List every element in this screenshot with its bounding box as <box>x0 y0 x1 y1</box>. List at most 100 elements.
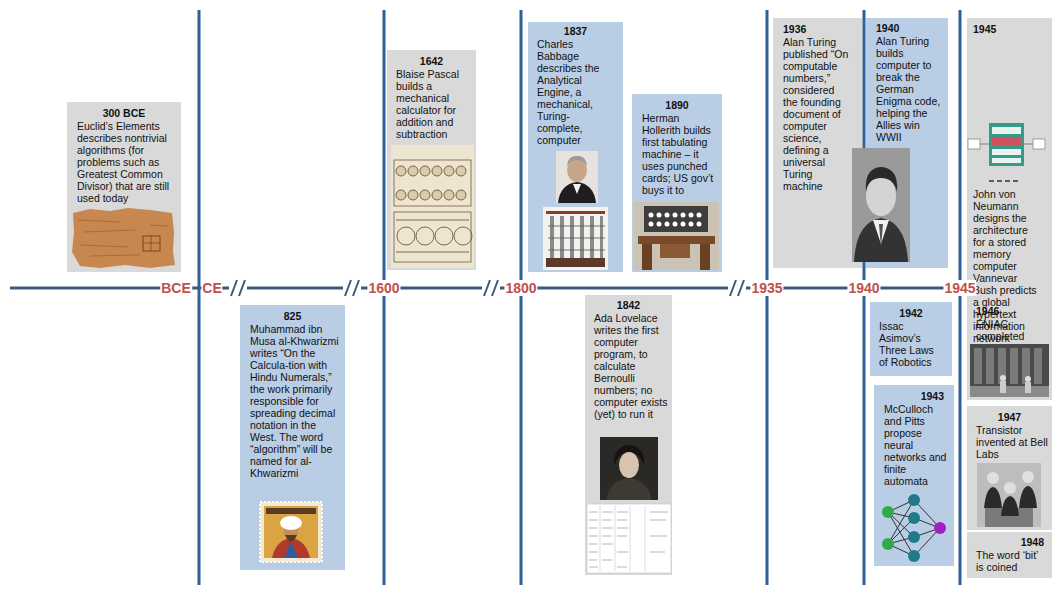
von-neumann-architecture-illustration <box>968 139 980 149</box>
year-heading: 1940 <box>876 22 938 35</box>
neural-network-illustration <box>908 531 920 543</box>
transistor-inventors-illustration <box>987 472 999 484</box>
eniac-illustration <box>1025 376 1031 382</box>
year-heading: 1890 <box>642 99 712 112</box>
box-fill <box>632 94 722 272</box>
event-text: The word ‘bit’ is coined <box>976 549 1048 573</box>
transistor-inventors-illustration <box>1004 482 1016 494</box>
lovelace-portrait <box>600 437 658 500</box>
axis-label: BCE <box>160 280 192 296</box>
box-fill <box>870 302 952 376</box>
pascal-calculator-illustration <box>394 160 471 206</box>
year-heading: 1943 <box>884 390 944 403</box>
axis-label: 1935 <box>750 280 783 296</box>
axis-break-mark <box>231 280 245 296</box>
papyrus-illustration <box>72 208 175 268</box>
papyrus-illustration <box>143 236 160 251</box>
pascal-calculator-illustration <box>396 166 406 176</box>
pascal-calculator-illustration <box>408 190 418 200</box>
program-notes-illustration <box>600 506 645 571</box>
pascal-calculator-illustration <box>396 190 406 200</box>
tabulating-machine-illustration <box>673 213 678 218</box>
analytical-engine-illustration <box>550 216 603 258</box>
transistor-inventors-illustration <box>1001 496 1019 516</box>
program-notes-illustration <box>589 512 668 567</box>
tabulating-machine-illustration <box>689 213 694 218</box>
box-fill <box>67 102 181 272</box>
pascal-calculator-illustration <box>420 190 430 200</box>
analytical-engine-illustration <box>560 216 564 258</box>
stamp-illustration <box>266 508 316 514</box>
babbage-portrait <box>558 182 596 203</box>
stamp-illustration <box>284 542 298 558</box>
von-neumann-architecture-illustration <box>968 123 1045 166</box>
turing-portrait <box>866 176 896 216</box>
eniac-illustration <box>1034 348 1042 384</box>
eniac-illustration <box>970 386 1049 397</box>
box-fill <box>967 18 1052 348</box>
analytical-engine-illustration <box>570 216 574 258</box>
tabulating-machine-illustration <box>649 213 654 218</box>
turing-portrait <box>879 224 883 248</box>
event-text: John von Neumann designs the architectur… <box>973 188 1043 272</box>
year-heading: 1942 <box>879 307 943 320</box>
eniac-illustration <box>974 348 982 384</box>
analytical-engine-illustration <box>546 211 605 214</box>
event-text: Ada Lovelace writes the first computer p… <box>594 312 670 420</box>
papyrus-illustration <box>143 236 160 251</box>
lovelace-portrait <box>600 437 658 500</box>
stamp-illustration <box>260 502 322 562</box>
event-text: Alan Turing published “On computable num… <box>783 36 851 192</box>
pascal-calculator-illustration <box>396 166 466 200</box>
turing-portrait <box>854 218 908 262</box>
neural-network-illustration <box>888 500 940 556</box>
lovelace-portrait <box>606 478 652 500</box>
tabulating-machine-illustration <box>649 222 654 227</box>
pascal-calculator-illustration <box>435 227 453 245</box>
tabulating-machine-illustration <box>665 222 670 227</box>
von-neumann-architecture-illustration <box>992 127 1021 134</box>
von-neumann-architecture-illustration <box>992 158 1021 163</box>
analytical-engine-illustration <box>550 216 554 258</box>
babbage-portrait <box>556 151 598 203</box>
era-divider <box>383 10 386 585</box>
tabulating-machine-illustration <box>700 244 710 270</box>
transistor-inventors-illustration <box>1022 471 1034 483</box>
von-neumann-architecture-illustration <box>992 149 1021 155</box>
von-neumann-architecture-illustration <box>992 137 1021 146</box>
babbage-portrait <box>556 151 598 203</box>
era-divider <box>199 10 960 585</box>
axis-label: 1600 <box>367 280 400 296</box>
neural-network-illustration <box>908 512 920 524</box>
tabulating-machine-illustration <box>657 213 662 218</box>
event-box: 1936Alan Turing published “On computable… <box>773 18 862 268</box>
transistor-inventors-illustration <box>977 463 1041 527</box>
axis-break-mark <box>730 280 744 296</box>
year-heading: 1936 <box>783 23 852 36</box>
program-notes-illustration <box>587 504 671 573</box>
pascal-calculator-illustration <box>396 220 472 252</box>
era-divider <box>959 10 962 585</box>
event-box: 1842Ada Lovelace writes the first comput… <box>585 295 672 575</box>
axis-label: 1945 <box>943 280 976 296</box>
tabulating-machine-illustration <box>697 213 702 218</box>
year-heading: 1642 <box>396 55 467 68</box>
turing-portrait <box>866 167 897 192</box>
analytical-engine-illustration <box>600 216 603 258</box>
event-box: 1837Charles Babbage describes the Analyt… <box>528 22 623 272</box>
event-box: 1945John von Neumann designs the archite… <box>967 18 1052 348</box>
turing-portrait <box>852 148 910 262</box>
event-text: Issac Asimov’s Three Laws of Robotics <box>879 320 945 368</box>
papyrus-illustration <box>78 220 168 256</box>
dashed-separator <box>989 181 1021 182</box>
box-fill <box>387 50 476 270</box>
neural-network-illustration <box>882 494 946 562</box>
neural-network-illustration <box>908 550 920 562</box>
eniac-illustration <box>974 348 1042 384</box>
year-heading: 1948 <box>976 536 1044 549</box>
event-text: Transistor invented at Bell Labs <box>976 424 1048 460</box>
axis-break-mark <box>345 280 359 296</box>
era-divider <box>863 10 866 585</box>
event-text: Charles Babbage describes the Analytical… <box>537 38 615 146</box>
era-divider <box>766 10 769 585</box>
